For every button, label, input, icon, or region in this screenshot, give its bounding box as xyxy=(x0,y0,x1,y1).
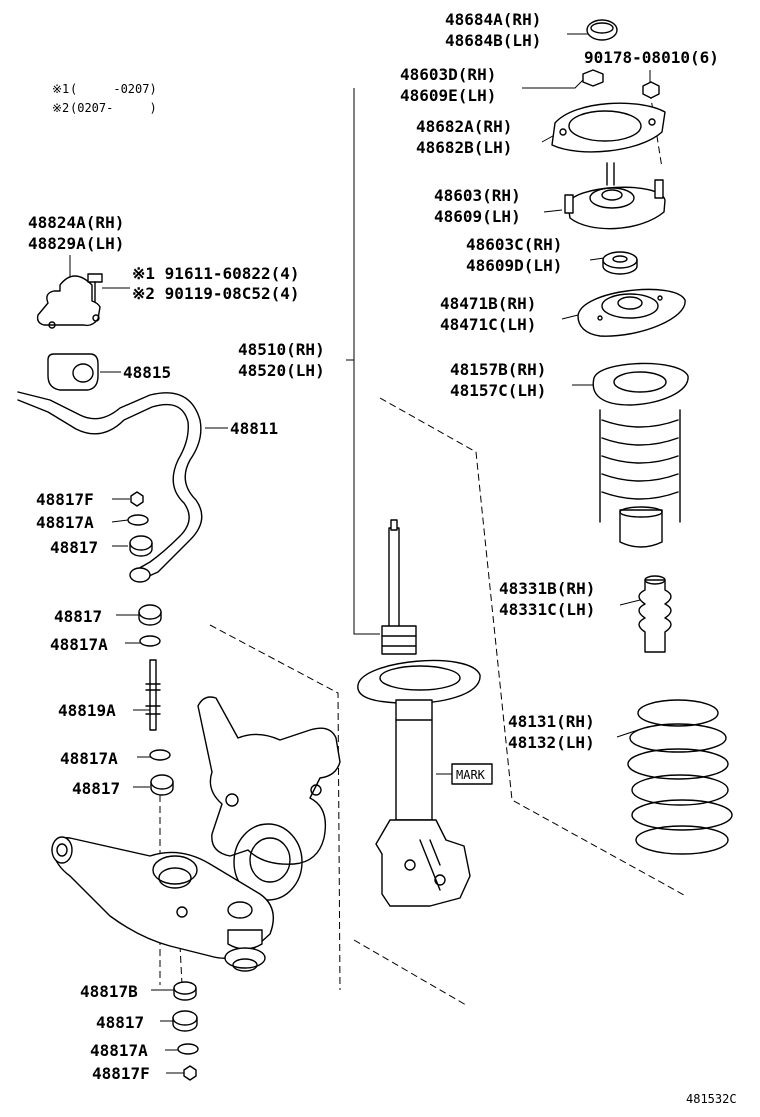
label-stabilizer-bushing: 48815 xyxy=(123,363,171,382)
label-mount-collar: 48603C(RH) 48609D(LH) xyxy=(466,235,562,275)
link-cushion-3-part xyxy=(150,774,174,796)
strut-sub-nut-part xyxy=(582,69,604,87)
label-spring-insulator: 48157B(RH) 48157C(LH) xyxy=(450,360,546,400)
svg-text:48609(LH): 48609(LH) xyxy=(434,207,521,226)
label-nut: 90178-08010(6) xyxy=(584,48,719,67)
link-cushion-upper-part xyxy=(129,535,153,557)
mount-plate-part xyxy=(551,102,666,153)
label-stabilizer-bracket: 48824A(RH) 48829A(LH) xyxy=(28,213,124,253)
label-strut-mount: 48603(RH) 48609(LH) xyxy=(434,186,521,226)
stabilizer-bar-part xyxy=(17,391,203,583)
svg-text:48331C(LH): 48331C(LH) xyxy=(499,600,595,619)
svg-text:48817B: 48817B xyxy=(80,982,138,1001)
svg-text:48609E(LH): 48609E(LH) xyxy=(400,86,496,105)
svg-text:48684B(LH): 48684B(LH) xyxy=(445,31,541,50)
label-strut-cap: 48684A(RH) 48684B(LH) xyxy=(445,10,541,50)
svg-text:48471C(LH): 48471C(LH) xyxy=(440,315,536,334)
svg-text:※1: ※1 xyxy=(52,82,69,96)
link-retainer-3-part xyxy=(149,749,171,761)
label-upper-spring-seat: 48471B(RH) 48471C(LH) xyxy=(440,294,536,334)
svg-text:48824A(RH): 48824A(RH) xyxy=(28,213,124,232)
link-cushion-2-part xyxy=(138,604,162,626)
steering-knuckle-part xyxy=(197,696,341,901)
svg-text:90178-08010(6): 90178-08010(6) xyxy=(584,48,719,67)
footnote-2: ※2 (0207- ) xyxy=(52,101,157,115)
stabilizer-bracket-part xyxy=(36,275,101,329)
svg-text:48684A(RH): 48684A(RH) xyxy=(445,10,541,29)
strut-cap-part xyxy=(586,19,618,41)
svg-text:48603(RH): 48603(RH) xyxy=(434,186,521,205)
svg-text:48609D(LH): 48609D(LH) xyxy=(466,256,562,275)
link-collar-part xyxy=(173,981,197,1001)
link-cushion-lower-part xyxy=(172,1010,198,1032)
svg-text:48811: 48811 xyxy=(230,419,278,438)
spring-insulator-part xyxy=(592,362,689,548)
link-retainer-upper-part xyxy=(127,514,149,526)
diagram-id: 481532C xyxy=(686,1092,737,1106)
label-link-parts-upper: 48817F 48817A 48817 48817 48817A 48819A … xyxy=(36,490,120,798)
svg-text:48817F: 48817F xyxy=(36,490,94,509)
svg-text:48817F: 48817F xyxy=(92,1064,150,1083)
svg-text:48817: 48817 xyxy=(96,1013,144,1032)
mount-collar-part xyxy=(602,251,638,275)
svg-text:48815: 48815 xyxy=(123,363,171,382)
link-retainer-lower-part xyxy=(177,1043,199,1055)
svg-text:( -0207): ( -0207) xyxy=(70,82,157,96)
svg-text:48131(RH): 48131(RH) xyxy=(508,712,595,731)
svg-text:(0207- ): (0207- ) xyxy=(70,101,157,115)
svg-text:48817A: 48817A xyxy=(36,513,94,532)
svg-text:48829A(LH): 48829A(LH) xyxy=(28,234,124,253)
svg-text:48603D(RH): 48603D(RH) xyxy=(400,65,496,84)
label-mount-plate: 48682A(RH) 48682B(LH) xyxy=(416,117,512,157)
coil-spring-part xyxy=(627,699,733,855)
svg-text:48603C(RH): 48603C(RH) xyxy=(466,235,562,254)
stabilizer-bushing-part xyxy=(47,353,99,391)
svg-text:48817: 48817 xyxy=(54,607,102,626)
svg-text:48817: 48817 xyxy=(50,538,98,557)
nut-part xyxy=(642,81,660,99)
svg-text:48132(LH): 48132(LH) xyxy=(508,733,595,752)
svg-text:48817A: 48817A xyxy=(50,635,108,654)
svg-text:48682A(RH): 48682A(RH) xyxy=(416,117,512,136)
svg-text:48471B(RH): 48471B(RH) xyxy=(440,294,536,313)
svg-text:48157B(RH): 48157B(RH) xyxy=(450,360,546,379)
label-link-parts-lower: 48817B 48817 48817A 48817F xyxy=(80,982,150,1083)
svg-text:48682B(LH): 48682B(LH) xyxy=(416,138,512,157)
svg-text:48817A: 48817A xyxy=(90,1041,148,1060)
bracket-bolt-part xyxy=(87,273,103,303)
label-stabilizer-bar: 48811 xyxy=(230,419,278,438)
svg-text:48331B(RH): 48331B(RH) xyxy=(499,579,595,598)
link-nut-upper-part xyxy=(130,491,144,507)
label-bump-stopper: 48331B(RH) 48331C(LH) xyxy=(499,579,595,619)
svg-text:48520(LH): 48520(LH) xyxy=(238,361,325,380)
label-bracket-bolt: ※1 91611-60822(4) ※2 90119-08C52(4) xyxy=(132,264,300,303)
label-strut-assembly-sub: 48603D(RH) 48609E(LH) xyxy=(400,65,496,105)
svg-text:※2 90119-08C52(4): ※2 90119-08C52(4) xyxy=(132,284,300,303)
svg-text:※2: ※2 xyxy=(52,101,69,115)
svg-text:48510(RH): 48510(RH) xyxy=(238,340,325,359)
shock-absorber-part: MARK xyxy=(357,519,493,907)
lower-arm-part xyxy=(51,836,274,972)
upper-spring-seat-part xyxy=(577,288,686,337)
svg-text:48819A: 48819A xyxy=(58,701,116,720)
bump-stopper-part xyxy=(638,575,672,653)
svg-text:48157C(LH): 48157C(LH) xyxy=(450,381,546,400)
link-retainer-2-part xyxy=(139,635,161,647)
label-coil-spring: 48131(RH) 48132(LH) xyxy=(508,712,595,752)
strut-mount-part xyxy=(564,162,666,230)
svg-text:※1 91611-60822(4): ※1 91611-60822(4) xyxy=(132,264,300,283)
mark-label: MARK xyxy=(456,768,486,782)
svg-text:48817: 48817 xyxy=(72,779,120,798)
footnote-1: ※1 ( -0207) xyxy=(52,82,157,96)
label-shock-absorber: 48510(RH) 48520(LH) xyxy=(238,340,325,380)
link-bolt-part xyxy=(145,659,161,731)
link-nut-lower-part xyxy=(183,1065,197,1081)
svg-text:48817A: 48817A xyxy=(60,749,118,768)
